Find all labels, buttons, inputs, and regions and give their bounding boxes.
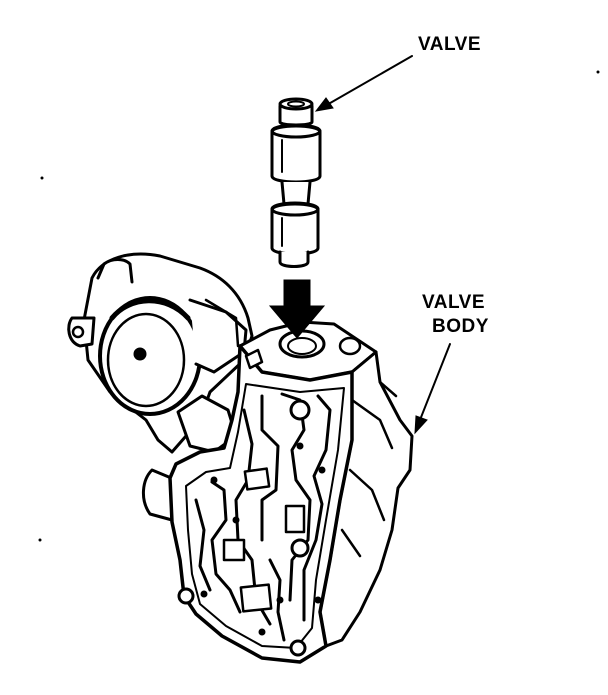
valve-spool	[270, 97, 322, 268]
leader-valve-body	[414, 343, 451, 435]
label-valve-body-line1: VALVE	[422, 292, 486, 313]
valve-body	[168, 320, 414, 664]
label-valve: VALVE	[418, 34, 482, 55]
fluid-passages	[177, 392, 332, 657]
label-valve-body-line2: BODY	[432, 316, 489, 337]
install-arrow	[268, 279, 326, 339]
leader-valve	[314, 55, 413, 112]
solenoid-housing	[67, 252, 254, 522]
